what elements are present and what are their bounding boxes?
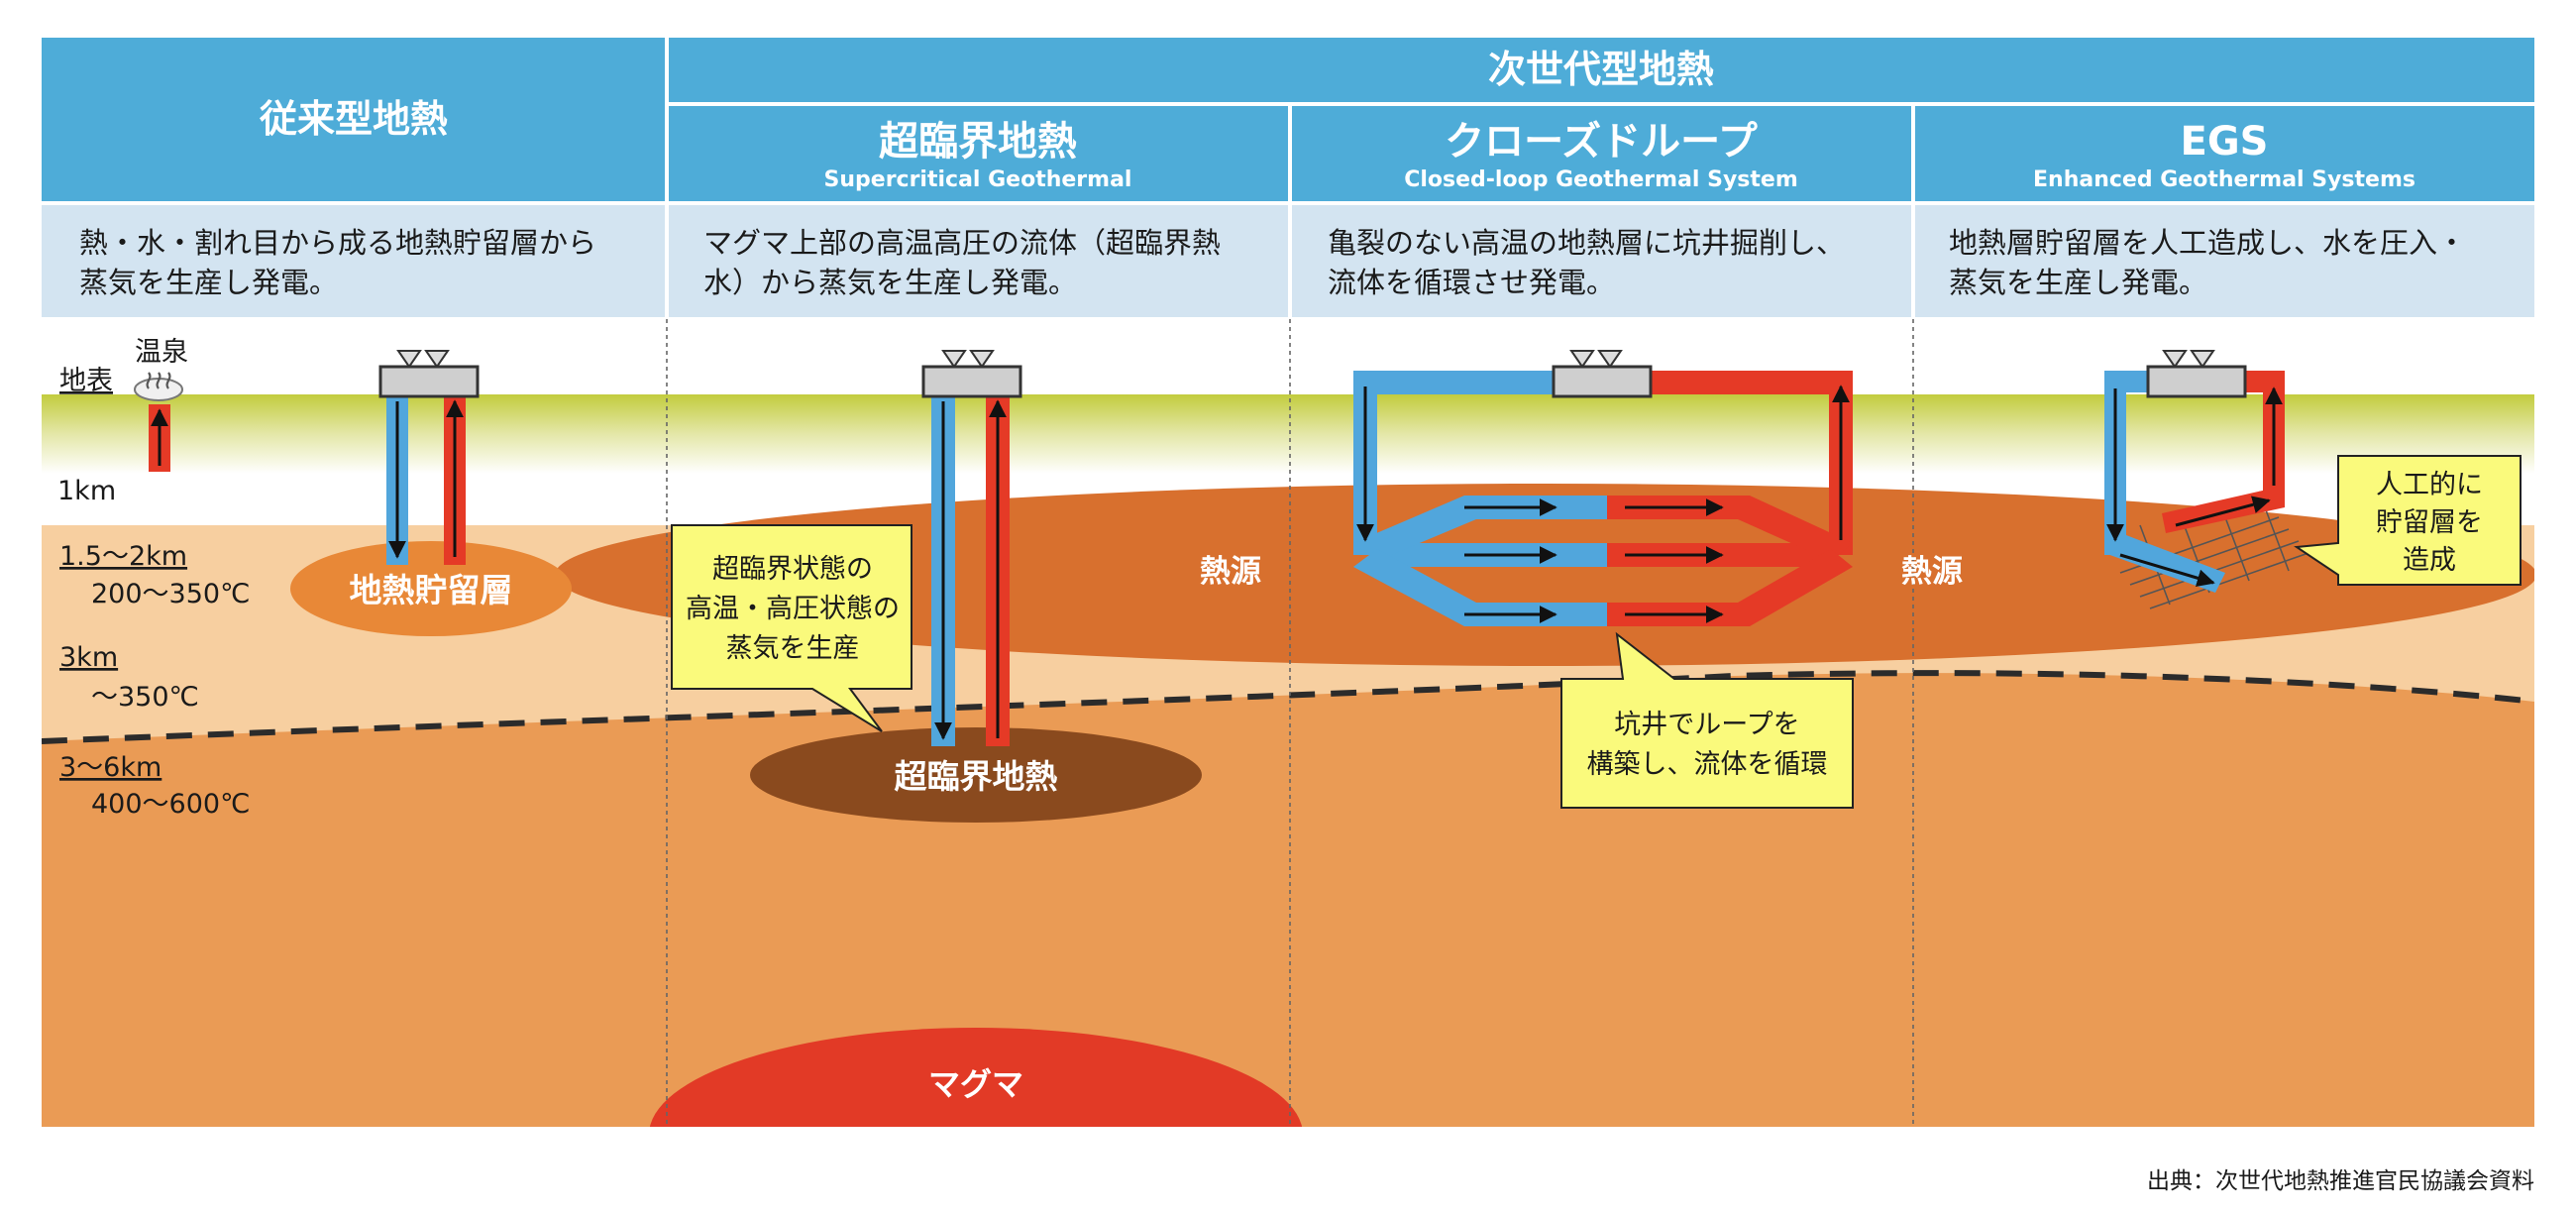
callout-egs-line3: 造成	[2403, 545, 2456, 576]
header-closed-loop	[1292, 106, 1911, 201]
callout-closed-loop-line2: 構築し、流体を循環	[1587, 749, 1828, 780]
supercritical-subtitle: Supercritical Geothermal	[824, 167, 1132, 192]
depth-3-6km: 3～6km	[59, 752, 161, 783]
desc-closed-loop-line2: 流体を循環させ発電。	[1328, 266, 1615, 299]
conventional-title: 従来型地熱	[259, 97, 448, 141]
header-conventional	[42, 38, 665, 201]
callout-supercritical-line3: 蒸気を生産	[726, 633, 860, 664]
depth-3km: 3km	[59, 642, 118, 673]
header-supercritical	[669, 106, 1288, 201]
supercritical-zone	[750, 727, 1202, 823]
egs-title: EGS	[2181, 119, 2269, 165]
callout-closed-loop: 坑井でループを 構築し、流体を循環	[1560, 631, 1854, 809]
magma-zone	[649, 1028, 1303, 1127]
heat-source-label-1: 熱源	[1200, 554, 1261, 590]
egs-subtitle: Enhanced Geothermal Systems	[2033, 167, 2415, 192]
depth-1km: 1km	[57, 476, 116, 506]
header-egs	[1915, 106, 2534, 201]
well-pipes-conventional	[386, 394, 466, 565]
next-gen-title: 次世代型地熱	[1488, 48, 1714, 91]
callout-egs: 人工的に 貯留層を 造成	[2294, 455, 2522, 586]
wellhead-icon-egs	[2146, 350, 2247, 398]
wellhead-icon-supercritical	[921, 350, 1022, 398]
heat-source-label-2: 熱源	[1901, 554, 1963, 590]
desc-bg-supercritical	[669, 205, 1288, 317]
hot-spring-label: 温泉	[135, 337, 188, 368]
depth-1-5-2km: 1.5～2km	[59, 541, 187, 572]
header-next-gen	[669, 38, 2534, 102]
deep-layer	[42, 673, 2534, 1127]
desc-closed-loop-line1: 亀裂のない高温の地熱層に坑井掘削し、	[1328, 226, 1845, 260]
temp-350: ～350℃	[91, 682, 199, 713]
desc-supercritical-line1: マグマ上部の高温高圧の流体（超臨界熱	[703, 226, 1221, 260]
magma-label: マグマ	[928, 1065, 1023, 1103]
callout-supercritical-line1: 超臨界状態の	[712, 554, 873, 585]
wellhead-icon-closed-loop	[1552, 350, 1653, 398]
callout-egs-line2: 貯留層を	[2376, 507, 2483, 538]
egs-system	[2104, 371, 2285, 593]
reservoir-ellipse	[290, 541, 572, 636]
ground-layers	[42, 394, 2534, 1127]
well-pipes-supercritical	[931, 394, 1010, 746]
desc-bg-closed-loop	[1292, 205, 1911, 317]
temp-200-350: 200～350℃	[91, 579, 250, 609]
closed-loop-subtitle: Closed-loop Geothermal System	[1404, 167, 1798, 192]
heat-source-zone	[555, 484, 2534, 666]
closed-loop-title: クローズドループ	[1445, 119, 1758, 165]
wellhead-icon-conventional	[378, 350, 480, 398]
hot-spring-icon	[134, 372, 183, 401]
desc-bg-conventional	[42, 205, 665, 317]
callout-supercritical: 超臨界状態の 高温・高圧状態の 蒸気を生産	[671, 524, 912, 732]
supercritical-label: 超臨界地熱	[895, 757, 1058, 796]
temp-400-600: 400～600℃	[91, 789, 250, 820]
desc-conventional-line2: 蒸気を生産し発電。	[79, 266, 338, 299]
supercritical-title: 超臨界地熱	[879, 119, 1077, 165]
depth-boundary-dashed	[42, 670, 2534, 744]
desc-supercritical-line2: 水）から蒸気を生産し発電。	[703, 266, 1077, 299]
callout-closed-loop-line1: 坑井でループを	[1614, 710, 1799, 740]
reservoir-label: 地熱貯留層	[350, 571, 513, 609]
callout-egs-line1: 人工的に	[2376, 470, 2483, 500]
source-note: 出典：次世代地熱推進官民協議会資料	[2147, 1168, 2534, 1194]
desc-egs-line1: 地熱層貯留層を人工造成し、水を圧入・	[1949, 226, 2466, 260]
desc-egs-line2: 蒸気を生産し発電。	[1949, 266, 2207, 299]
callout-supercritical-line2: 高温・高圧状態の	[686, 594, 900, 624]
closed-loop-system	[1353, 371, 1853, 626]
desc-conventional-line1: 熱・水・割れ目から成る地熱貯留層から	[79, 226, 596, 260]
desc-bg-egs	[1915, 205, 2534, 317]
surface-label: 地表	[59, 366, 113, 396]
